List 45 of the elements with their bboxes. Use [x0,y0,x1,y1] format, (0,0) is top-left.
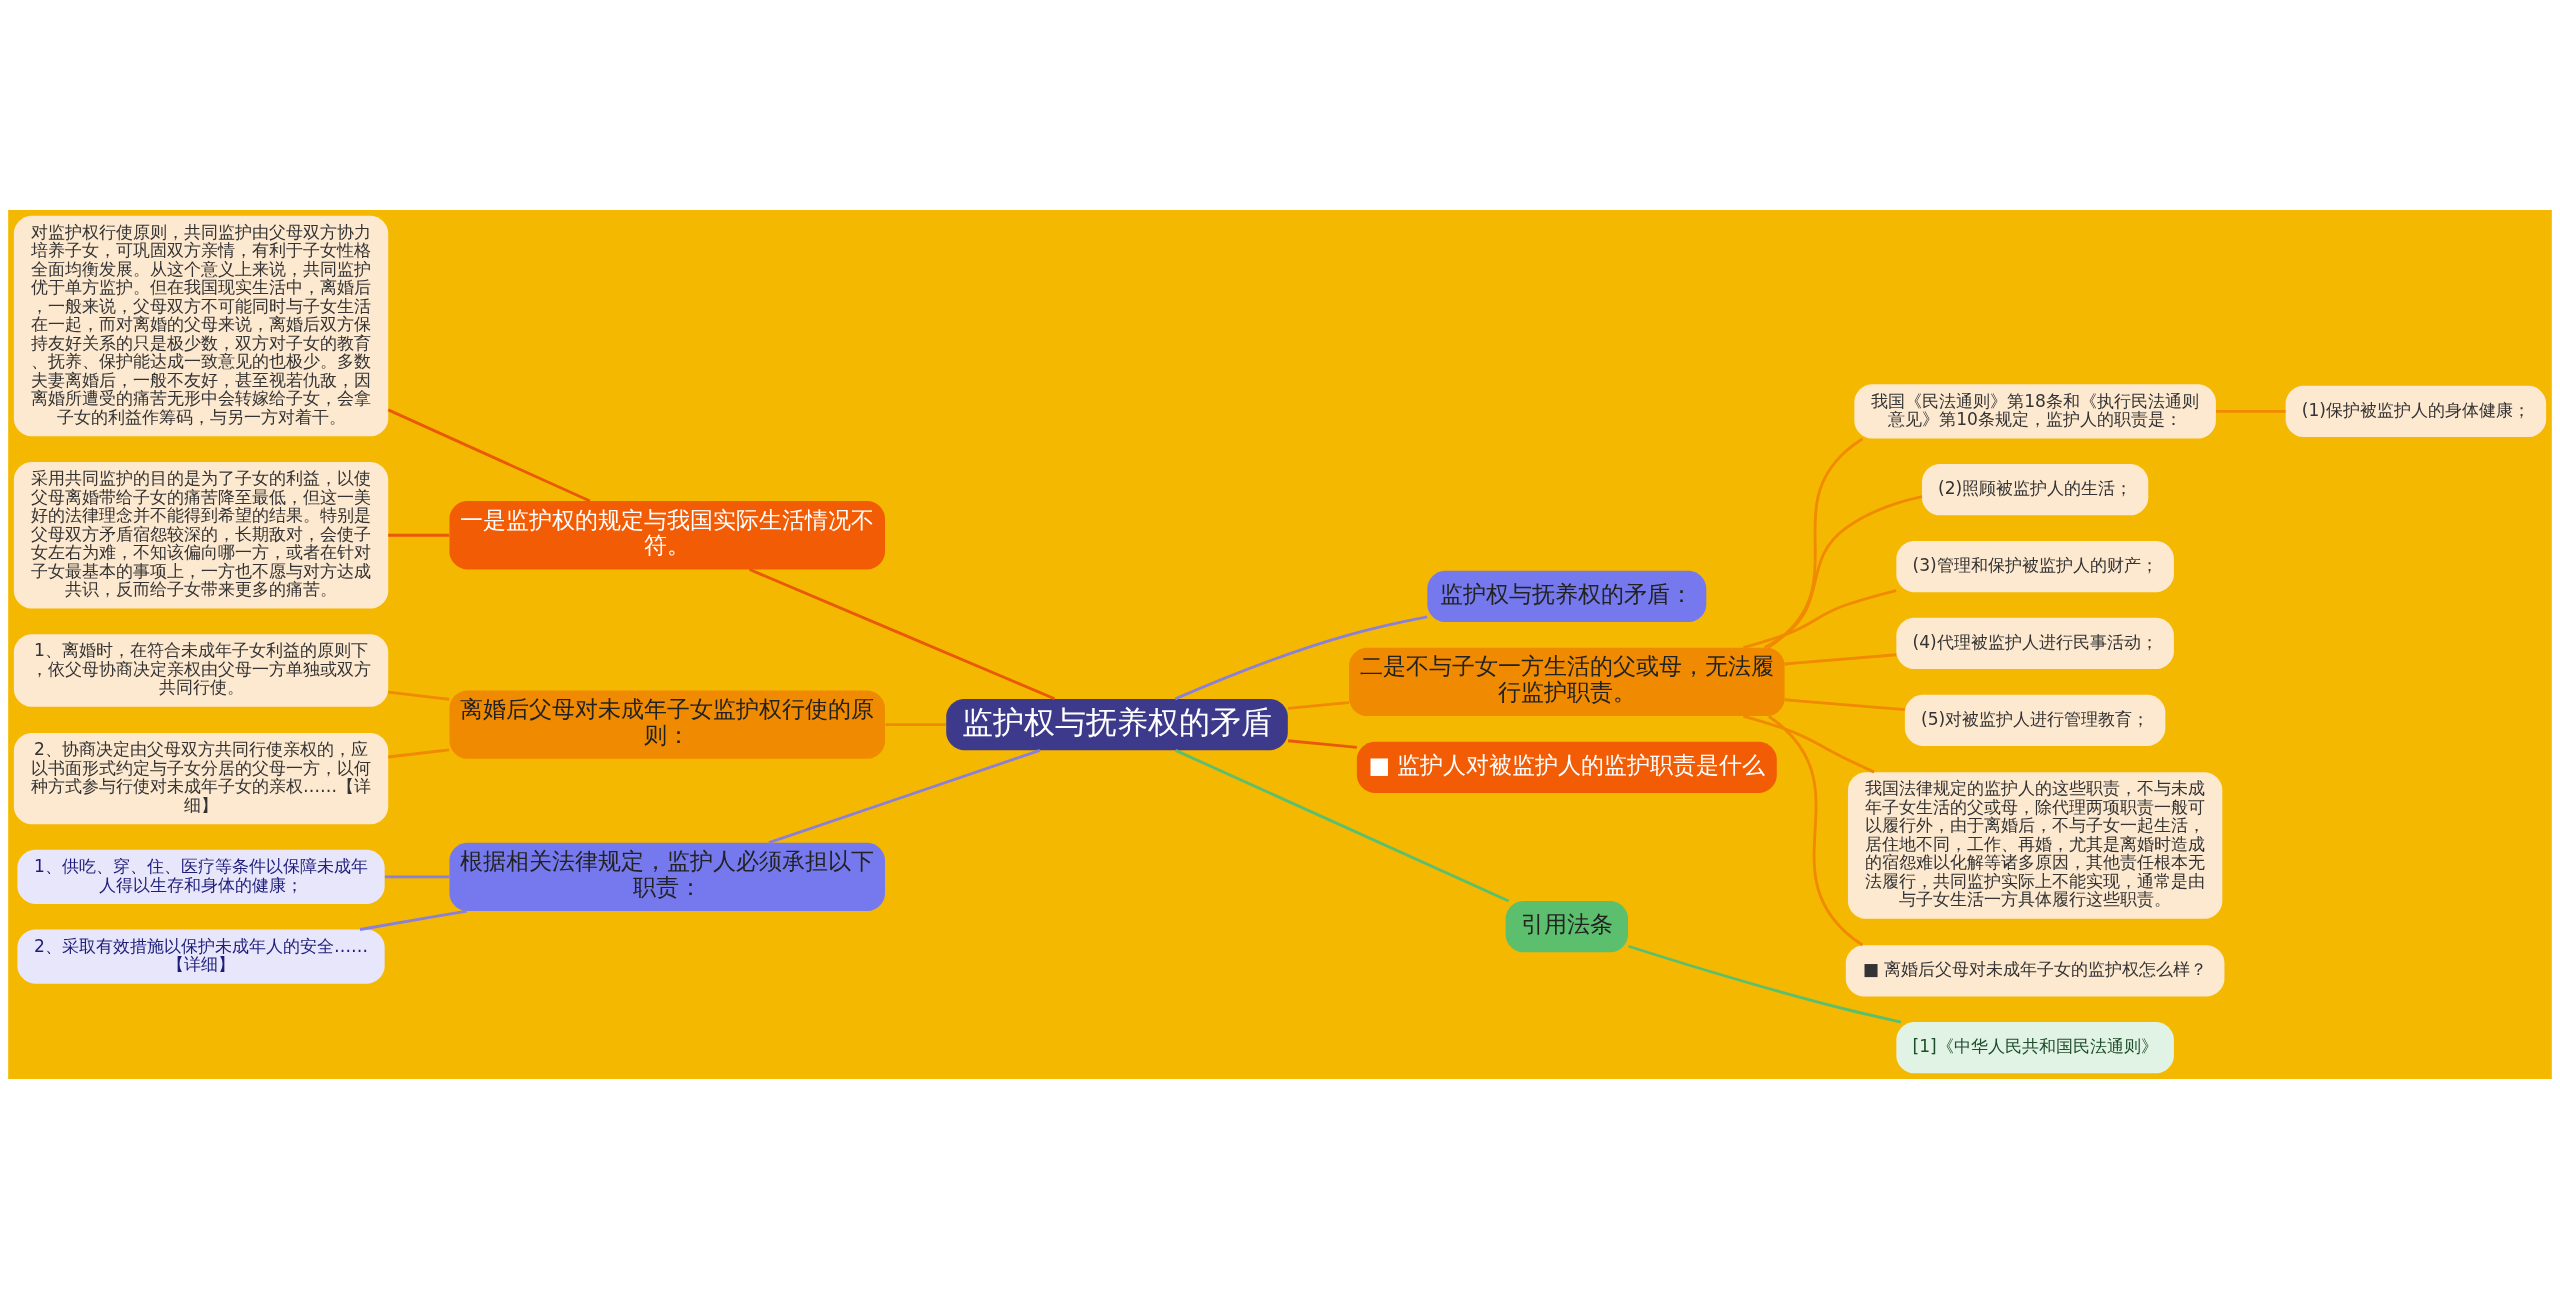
connector [2216,410,2286,413]
connector [387,408,591,503]
node-box: 一是监护权的规定与我国实际生活情况不符。 [449,501,885,570]
node-box: ■ 监护人对被监护人的监护职责是什么 [1356,741,1777,793]
connector [1287,739,1357,749]
connector [1784,653,1897,666]
node-box: (2)照顾被监护人的生活； [1921,464,2149,516]
connector [1784,698,1905,712]
connector [1174,615,1428,701]
node-box: 引用法条 [1505,901,1629,953]
node-box: 对监护权行使原则，共同监护由父母双方协力培养子女，可巩固双方亲情，有利于子女性格全面均衡发展。从这个意义上来说，共同监护优于单方监护。但在我国现实生活中，离婚后，一般来说，父母双方不可能同时与子女生活在一起，而对离婚的父母来说，离婚后双方保持友好关系的只是极少数，双方对子女的教育、抚养、保护能达成一致意见的也极少。多数夫妻离婚后，一般不友好，甚至视若仇敌，因离婚所遭受的痛苦无形中会转嫁给子女，会拿子女的利益作筹码，与另一方对着干。 [13,215,389,437]
connector [1287,701,1349,710]
node-box: 我国法律规定的监护人的这些职责，不与未成年子女生活的父或母，除代理两项职责一般可以履行外，由于离婚后，不与子女一起生活，居住地不同，工作、再婚，尤其是离婚时造成的宿怨难以化解等诸多原因，其他责任根本无法履行，共同监护实际上不能实现，通常是由与子女生活一方具体履行这些职责。 [1847,772,2223,919]
node-box: 监护权与抚养权的矛盾 [946,698,1288,751]
connector [1743,714,1875,774]
node-box: (5)对被监护人进行管理教育； [1904,694,2166,746]
node-box: (1)保护被监护人的身体健康； [2285,385,2547,438]
node-box: 1、供吃、穿、住、医疗等条件以保障未成年人得以生存和身体的健康； [17,849,385,904]
connector [1743,589,1897,649]
connector [1763,495,1923,649]
node-box: 1、离婚时，在符合未成年子女利益的原则下，依父母协商决定亲权由父母一方单独或双方共同行使。 [13,634,389,707]
connector [1628,944,1902,1024]
node-box: 离婚后父母对未成年子女监护权行使的原则： [449,690,885,759]
connector [768,749,1041,845]
connector [885,723,946,726]
node-box: 2、协商决定由父母双方共同行使亲权的，应以书面形式约定与子女分居的父母一方，以何种方式参与行使对未成年子女的亲权……【详细】 [13,733,389,825]
connector [749,568,1056,701]
node-box: 根据相关法律规定，监护人必须承担以下职责： [449,842,885,912]
connector [359,909,468,931]
connector [1174,749,1510,903]
connector [1767,437,1864,649]
node-box: 采用共同监护的目的是为了子女的利益，以使父母离婚带给子女的痛苦降至最低，但这一美好的法律理念并不能得到希望的结果。特别是父母双方矛盾宿怨较深的，长期敌对，会使子女左右为难，不知该偏向哪一方，或者在针对子女最基本的事项上，一方也不愿与对方达成共识，反而给子女带来更多的痛苦。 [13,461,389,609]
node-box: 2、采取有效措施以保护未成年人的安全……【详细】 [17,929,385,984]
connector [388,533,450,537]
node-box: (4)代理被监护人进行民事活动； [1896,617,2174,670]
node-box: 监护权与抚养权的矛盾： [1427,570,1707,623]
connector [388,690,450,701]
node-box: [1]《中华人民共和国民法通则》 [1896,1022,2174,1074]
node-box: 我国《民法通则》第18条和《执行民法通则意见》第10条规定，监护人的职责是： [1854,384,2216,439]
node-box: ■ 离婚后父母对未成年子女的监护权怎么样？ [1845,945,2225,997]
connector [388,748,450,759]
node-box: 二是不与子女一方生活的父或母，无法履行监护职责。 [1349,647,1785,717]
connector [384,875,450,879]
node-box: (3)管理和保护被监护人的财产； [1896,540,2174,593]
connector [1768,715,1864,947]
